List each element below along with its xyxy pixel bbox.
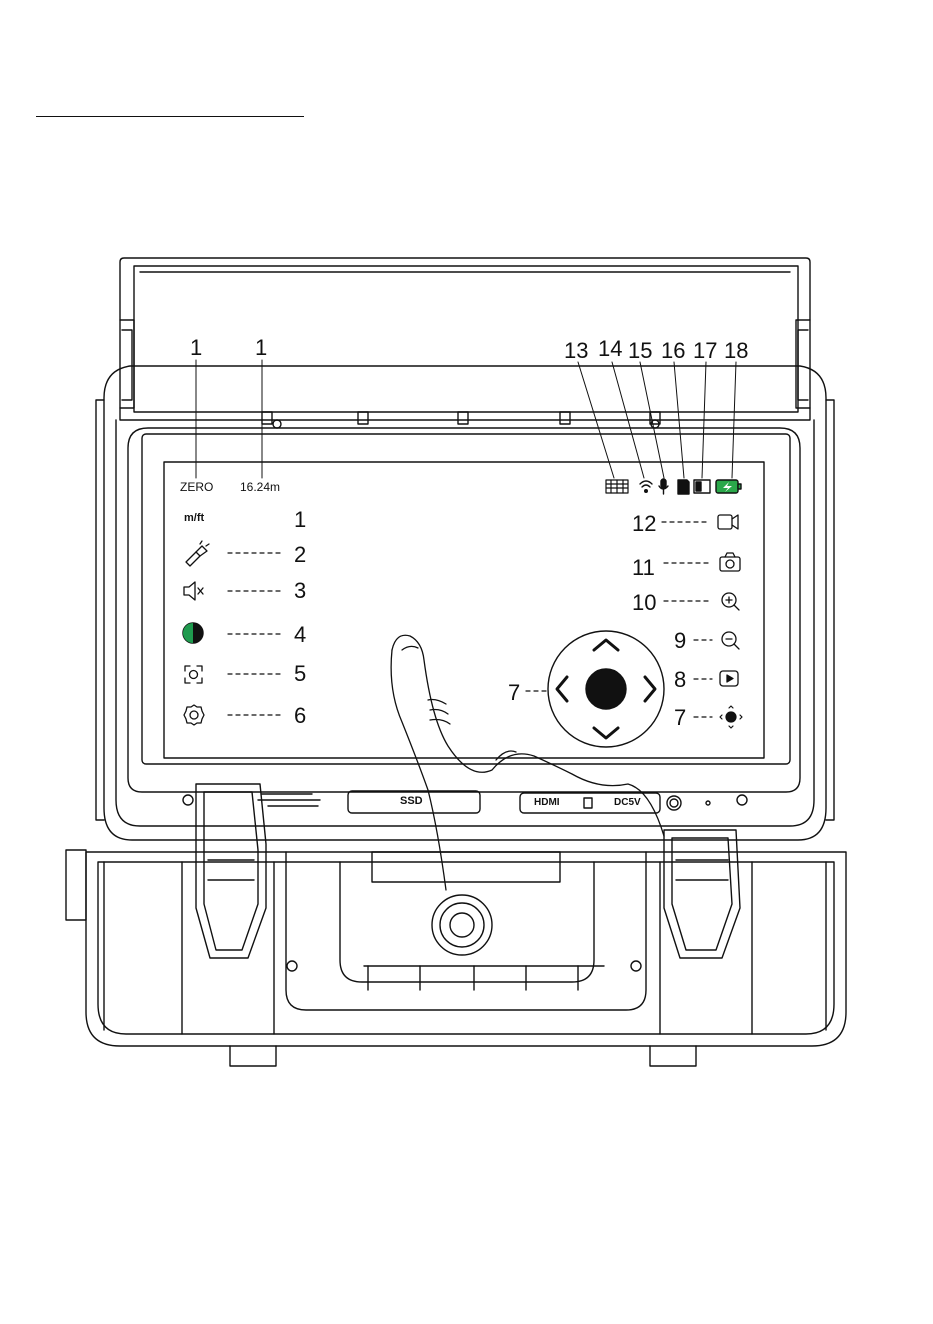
focus-icon	[185, 666, 202, 683]
callout-1-distance: 1	[255, 337, 267, 359]
callout-left-2: 2	[294, 544, 306, 566]
zoom-out-icon	[722, 632, 739, 649]
zero-button[interactable]: ZERO	[180, 481, 213, 493]
hdmi-port-label: HDMI	[534, 798, 560, 808]
gear-icon	[184, 705, 204, 725]
ssd-port-label: SSD	[400, 796, 423, 807]
joystick-icon	[720, 706, 742, 728]
wifi-icon	[640, 481, 652, 492]
callout-left-6: 6	[294, 705, 306, 727]
camera-icon	[720, 553, 740, 571]
sd-card-icon	[678, 480, 689, 494]
unit-toggle[interactable]: m/ft	[184, 513, 204, 524]
mute-icon	[184, 582, 203, 600]
callout-right-9: 9	[674, 630, 686, 652]
callout-right-8: 8	[674, 669, 686, 691]
battery-charging-icon	[716, 480, 741, 493]
callout-right-12: 12	[632, 513, 656, 535]
flashlight-icon	[186, 541, 209, 566]
dc-port-label: DC5V	[614, 798, 641, 808]
microphone-icon	[659, 479, 668, 494]
callout-joystick-7: 7	[508, 682, 520, 704]
callout-13: 13	[564, 340, 588, 362]
case-body	[66, 850, 846, 1066]
callout-18: 18	[724, 340, 748, 362]
callout-left-5: 5	[294, 663, 306, 685]
grid-icon	[606, 480, 628, 493]
callout-left-1: 1	[294, 509, 306, 531]
callout-right-11: 11	[632, 557, 655, 579]
video-record-icon	[718, 515, 738, 529]
distance-readout: 16.24m	[240, 481, 280, 493]
callout-left-4: 4	[294, 624, 306, 646]
leader-lines	[196, 360, 736, 478]
callout-17: 17	[693, 340, 717, 362]
contrast-icon	[183, 623, 203, 643]
zoom-in-icon	[722, 593, 739, 610]
callout-left-3: 3	[294, 580, 306, 602]
callout-15: 15	[628, 340, 652, 362]
callout-16: 16	[661, 340, 685, 362]
callout-14: 14	[598, 338, 622, 360]
playback-icon	[720, 671, 738, 686]
callout-right-7: 7	[674, 707, 686, 729]
callout-right-10: 10	[632, 592, 656, 614]
latches	[196, 784, 740, 958]
callout-1-zero: 1	[190, 337, 202, 359]
storage-icon	[694, 480, 710, 493]
joystick-pad	[548, 631, 664, 747]
